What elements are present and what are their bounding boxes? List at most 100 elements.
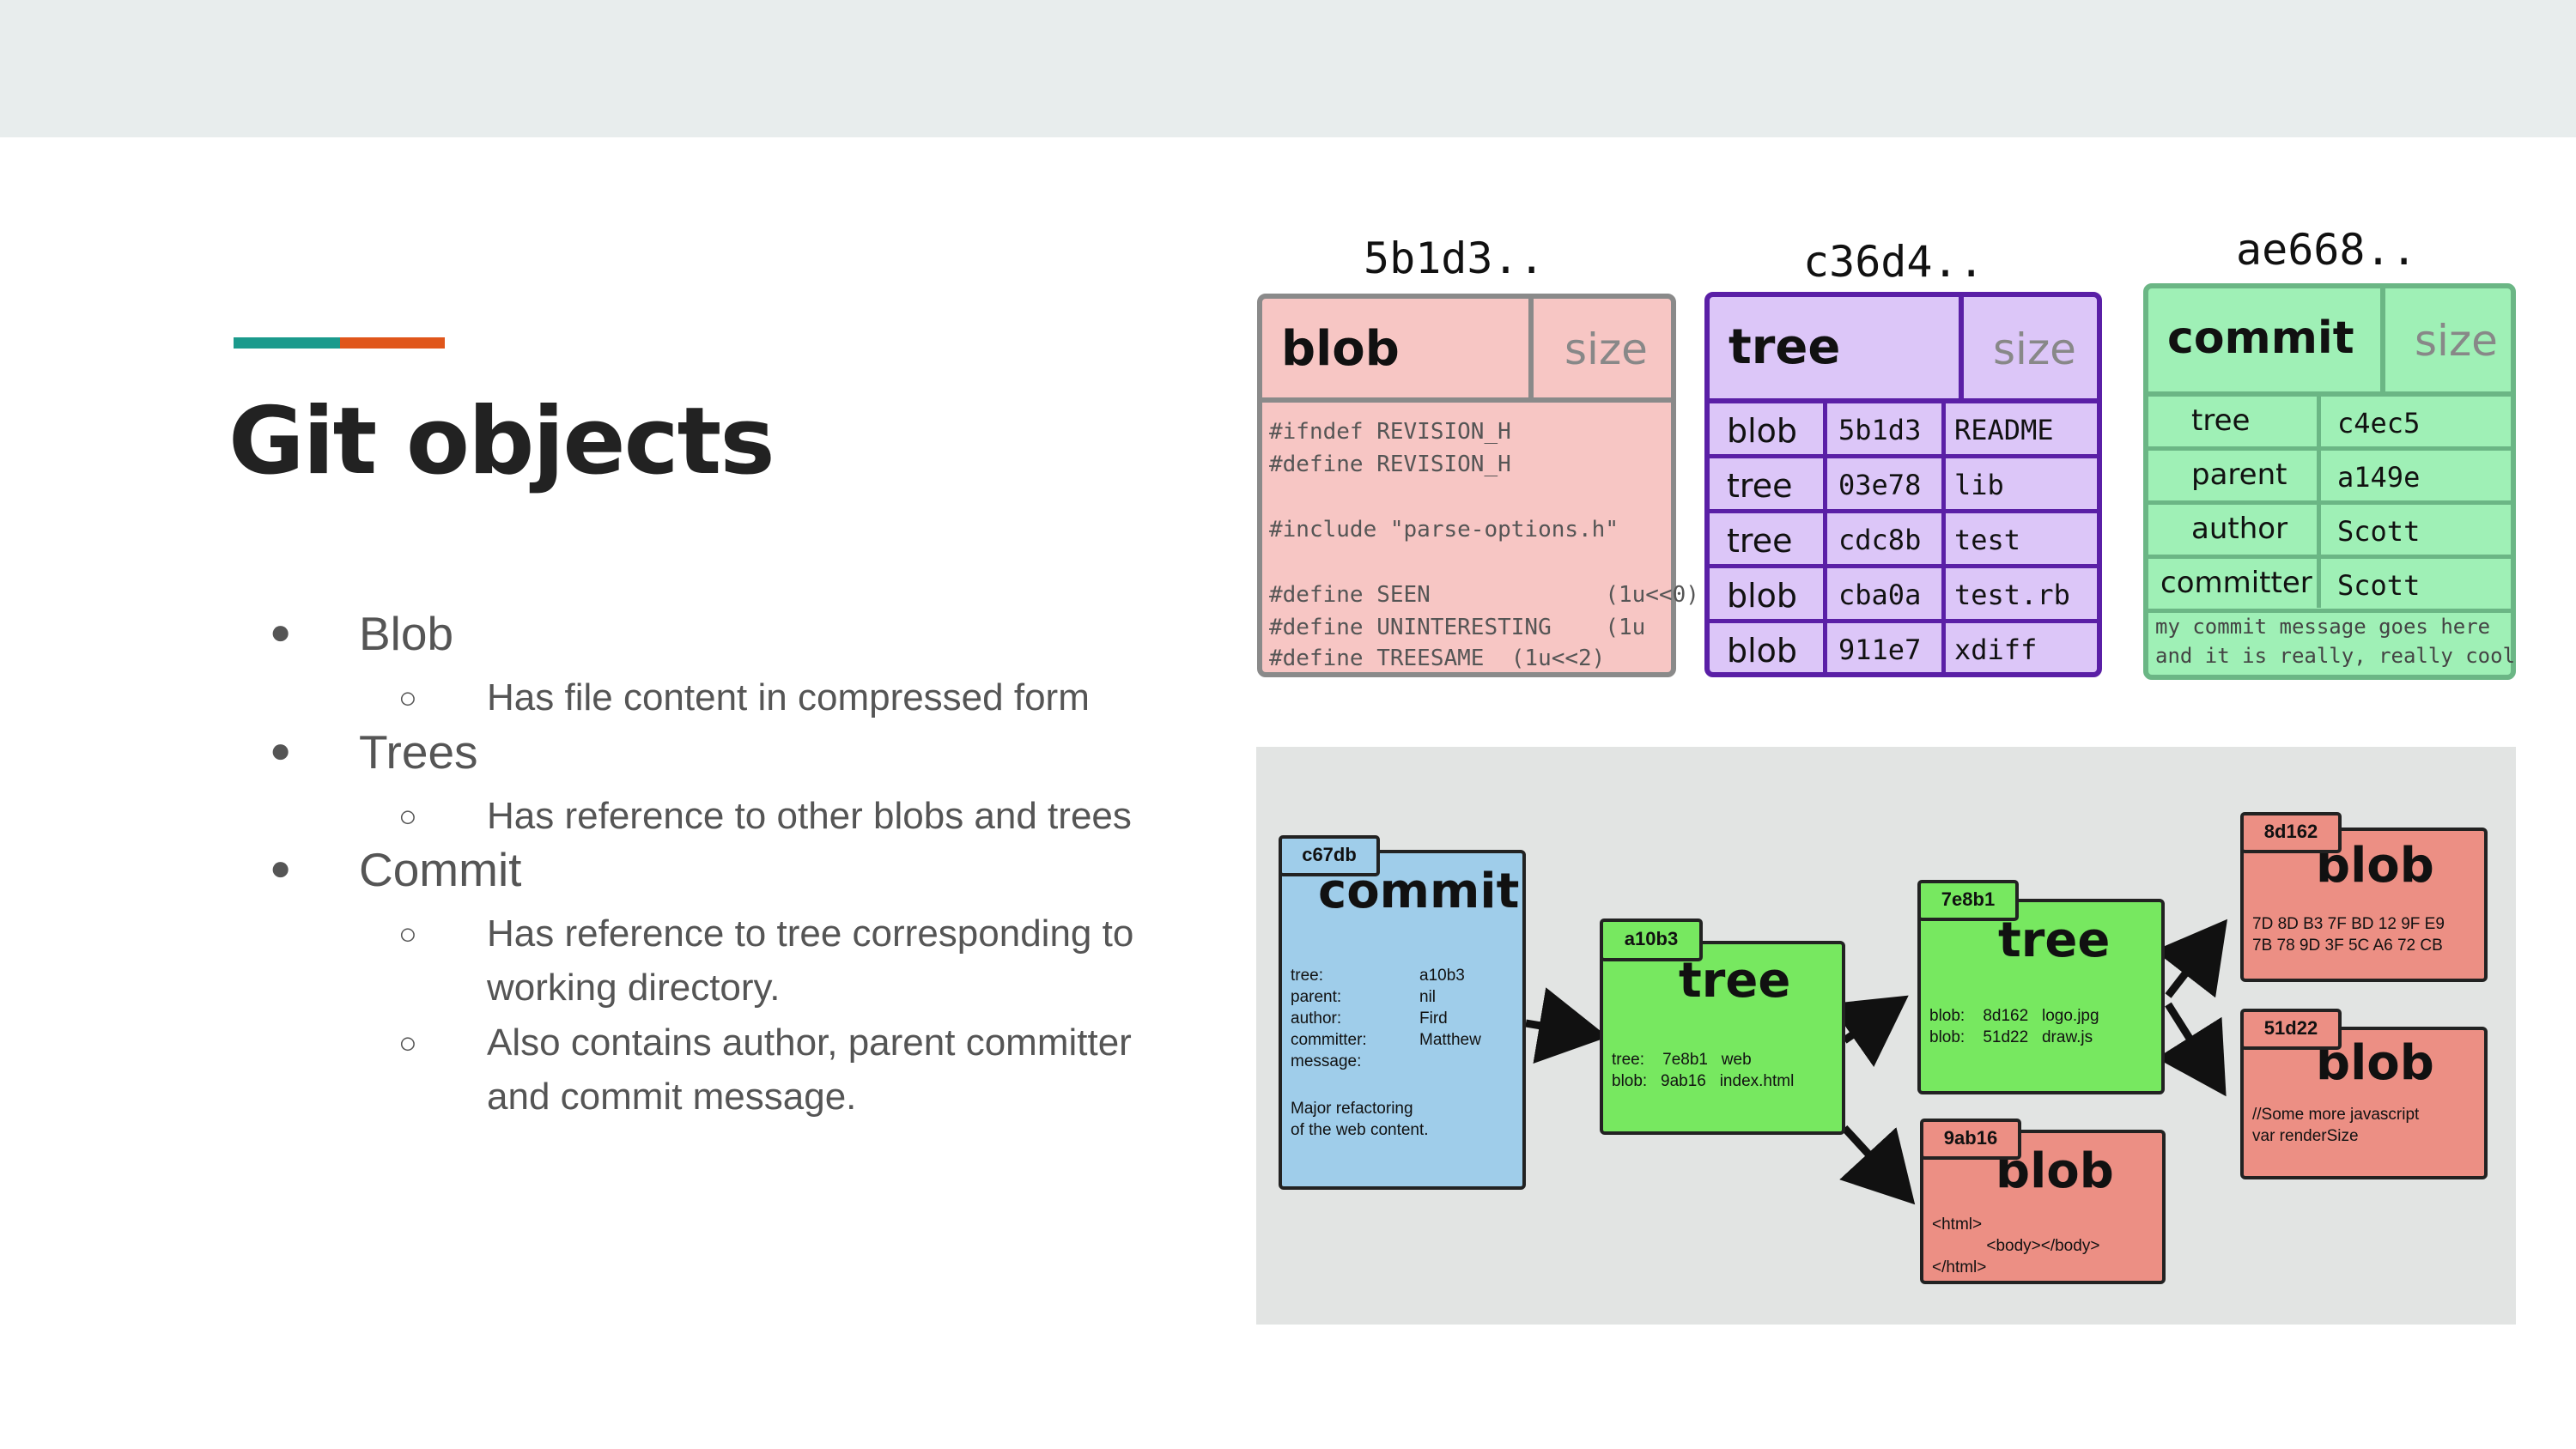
title-accent-teal xyxy=(234,337,340,349)
blob-code-line: #define TREESAME (1u<<2) xyxy=(1269,646,1606,671)
tree-row-type: blob xyxy=(1727,632,1798,670)
commit-message-line: my commit message goes here xyxy=(2155,615,2491,639)
blob-node-content: <html> <body></body> </html> xyxy=(1932,1216,2100,1276)
object-graph-diagram: commit tree: parent: author: committer: … xyxy=(1256,747,2516,1325)
commit-field-value: c4ec5 xyxy=(2337,407,2421,440)
blob-node-content: //Some more javascript var renderSize xyxy=(2252,1106,2420,1145)
commit-field-value: Scott xyxy=(2337,569,2421,602)
commit-row-divider xyxy=(2148,446,2511,451)
commit-node-id: c67db xyxy=(1279,835,1380,876)
tree-node-entries: blob: 8d162 logo.jpg blob: 51d22 draw.js xyxy=(1929,1007,2099,1046)
tree-row-name: README xyxy=(1954,414,2054,446)
bullet-dot-icon: ● xyxy=(270,847,292,888)
commit-card-name: commit xyxy=(2167,312,2354,364)
tree-row-type: blob xyxy=(1727,412,1798,450)
title-accent-orange xyxy=(340,337,445,349)
tree-card-name: tree xyxy=(1728,319,1841,375)
commit-card-size: size xyxy=(2415,316,2498,366)
tree-row-divider xyxy=(1710,509,2097,513)
blob-node-id: 8d162 xyxy=(2240,812,2342,853)
commit-node-message: Major refactoring of the web content. xyxy=(1291,1100,1429,1139)
sub-bullet-text: Has reference to tree corresponding to w… xyxy=(487,912,1134,1009)
commit-row-divider xyxy=(2148,555,2511,559)
slide-title: Git objects xyxy=(228,388,775,495)
blob-node-9ab16: blob <html> <body></body> </html> xyxy=(1920,1130,2166,1284)
tree-node-title: tree xyxy=(1998,912,2111,968)
commit-card-header: commit size xyxy=(2148,288,2511,397)
blob-code-line: #define SEEN (1u<<0) xyxy=(1269,582,1699,608)
tree-row-type: blob xyxy=(1727,577,1798,615)
tree-row-divider xyxy=(1710,564,2097,568)
tree-node-title: tree xyxy=(1679,953,1791,1009)
blob-object-card: blob size #ifndef REVISION_H #define REV… xyxy=(1257,294,1699,677)
commit-row-divider xyxy=(2148,500,2511,505)
tree-column-divider xyxy=(1941,398,1946,672)
sub-bullet-ring-icon: ○ xyxy=(398,798,417,834)
bullet-dot-icon: ● xyxy=(270,730,292,770)
commit-column-divider xyxy=(2317,391,2321,608)
tree-row-name: xdiff xyxy=(1954,634,2038,666)
commit-message-line: and it is really, really cool xyxy=(2155,644,2516,668)
tree-node-id: 7e8b1 xyxy=(1917,880,2019,921)
bullet-label: Commit xyxy=(359,843,522,896)
tree-row-divider xyxy=(1710,454,2097,458)
graph-arrows xyxy=(1525,919,2228,1205)
tree-row-divider xyxy=(1710,619,2097,623)
tree-card-header: tree size xyxy=(1710,297,2097,403)
tree-row-name: lib xyxy=(1954,469,2004,501)
bullet-item: ● Commit xyxy=(270,842,522,897)
tree-row-type: tree xyxy=(1727,522,1793,560)
tree-node-entries: tree: 7e8b1 web blob: 9ab16 index.html xyxy=(1612,1051,1795,1090)
sub-bullet-item: ○ Has reference to tree corresponding to… xyxy=(398,906,1174,1015)
bullet-item: ● Blob xyxy=(270,606,453,661)
bullet-label: Trees xyxy=(359,725,478,779)
tree-row-hash: cdc8b xyxy=(1838,524,1922,556)
commit-node-values: a10b3 nil Fird Matthew xyxy=(1419,967,1481,1049)
tree-hash-label: c36d4.. xyxy=(1803,237,1984,287)
blob-card-name: blob xyxy=(1281,321,1400,377)
arrow-tree-to-blob xyxy=(1839,1125,1916,1205)
sub-bullet-item: ○ Has reference to other blobs and trees xyxy=(398,789,1174,843)
commit-field-value: Scott xyxy=(2337,515,2421,548)
blob-header-divider xyxy=(1528,299,1534,397)
tree-row-name: test.rb xyxy=(1954,579,2070,611)
tree-node-a10b3: tree tree: 7e8b1 web blob: 9ab16 index.h… xyxy=(1600,941,1845,1135)
commit-hash-label: ae668.. xyxy=(2236,225,2417,275)
blob-card-size: size xyxy=(1564,324,1648,374)
slide-header-band xyxy=(0,0,2576,137)
commit-field-key: author xyxy=(2191,512,2288,546)
blob-code-line: #define REVISION_H xyxy=(1269,452,1511,477)
commit-node-keys: tree: parent: author: committer: message… xyxy=(1291,967,1367,1070)
tree-row-name: test xyxy=(1954,524,2021,556)
bullet-item: ● Trees xyxy=(270,724,478,779)
arrow-subtree-to-blob-51d22 xyxy=(2156,1002,2227,1097)
tree-header-divider xyxy=(1959,297,1964,398)
arrow-subtree-to-blob-8d162 xyxy=(2154,919,2228,998)
arrow-tree-to-subtree xyxy=(1829,995,1909,1067)
commit-field-key: tree xyxy=(2191,403,2251,438)
commit-field-key: committer xyxy=(2160,566,2312,600)
blob-card-header: blob size xyxy=(1262,299,1671,403)
blob-node-51d22: blob //Some more javascript var renderSi… xyxy=(2240,1027,2488,1179)
commit-header-divider xyxy=(2380,288,2385,391)
commit-field-value: a149e xyxy=(2337,461,2421,494)
blob-hash-label: 5b1d3.. xyxy=(1364,233,1545,283)
commit-field-key: parent xyxy=(2191,458,2287,492)
blob-code-line: #include "parse-options.h" xyxy=(1269,517,1619,543)
sub-bullet-item: ○ Also contains author, parent committer… xyxy=(398,1016,1174,1124)
sub-bullet-text: Has reference to other blobs and trees xyxy=(487,795,1132,837)
tree-node-id: a10b3 xyxy=(1600,919,1703,961)
tree-column-divider xyxy=(1823,398,1827,672)
sub-bullet-text: Also contains author, parent committer a… xyxy=(487,1022,1132,1118)
commit-row-divider xyxy=(2148,609,2511,613)
sub-bullet-text: Has file content in compressed form xyxy=(487,676,1090,718)
sub-bullet-ring-icon: ○ xyxy=(398,1025,417,1060)
sub-bullet-ring-icon: ○ xyxy=(398,916,417,951)
tree-node-7e8b1: tree blob: 8d162 logo.jpg blob: 51d22 dr… xyxy=(1917,899,2165,1094)
blob-node-id: 51d22 xyxy=(2240,1009,2342,1050)
blob-node-id: 9ab16 xyxy=(1920,1119,2021,1160)
commit-node: commit tree: parent: author: committer: … xyxy=(1279,850,1526,1190)
tree-row-hash: cba0a xyxy=(1838,579,1922,611)
